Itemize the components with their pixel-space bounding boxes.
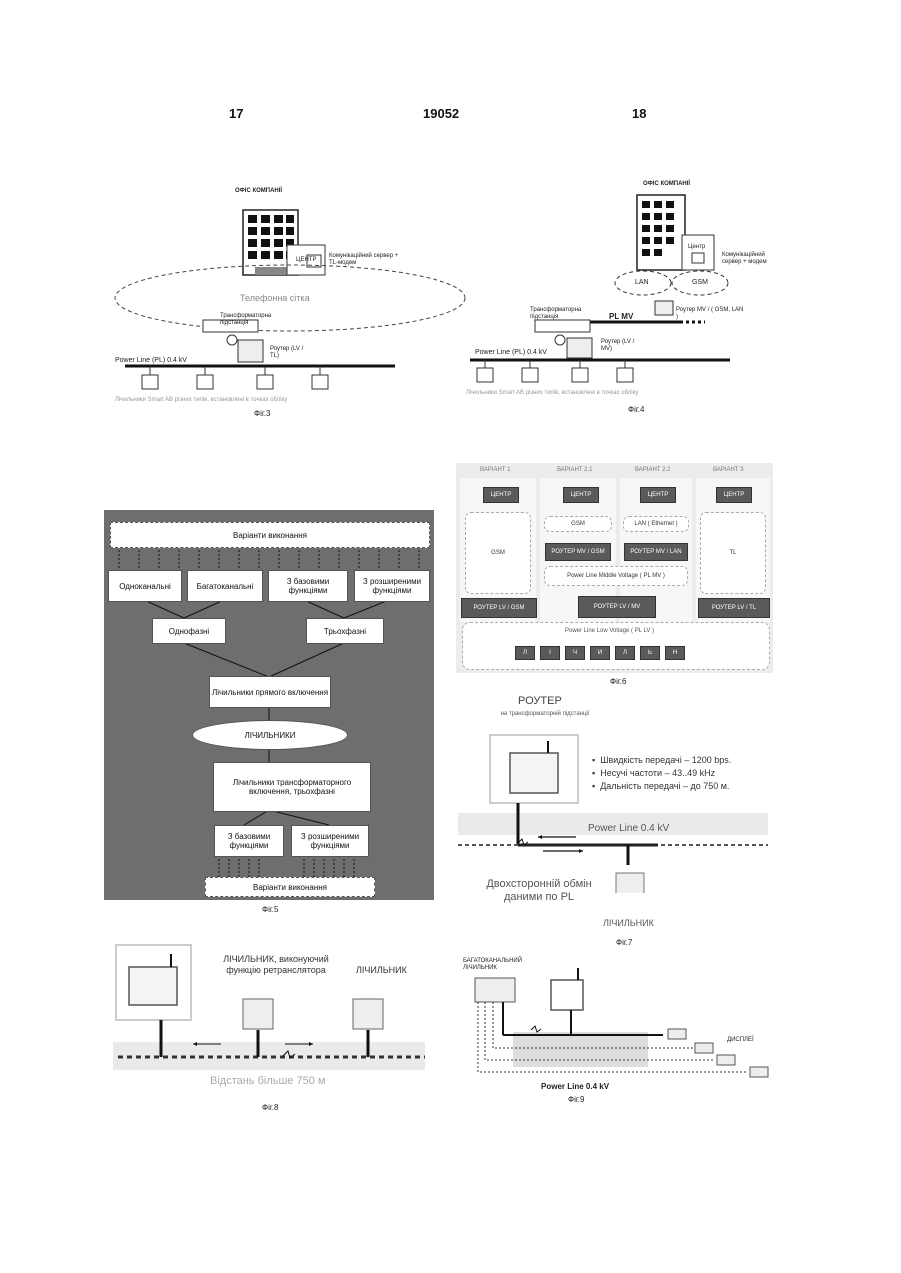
fig6-meter-letter-4: И xyxy=(590,646,610,660)
fig5-extended2-box: З розширеними функціями xyxy=(291,825,369,857)
fig3-center-label: ЦЕНТР xyxy=(296,257,316,264)
fig7-router-subtitle: на трансформаторній підстанції xyxy=(500,711,590,718)
fig7-caption: Фіг.7 xyxy=(616,938,632,947)
fig4-drawing xyxy=(460,185,780,415)
fig8-relay-meter-label: ЛІЧИЛЬНИК, виконуючий функцію ретранслят… xyxy=(210,954,342,976)
fig7-spec-1: ▪ Швидкість передачі – 1200 bps. xyxy=(592,754,731,767)
fig6-router-mv-gsm: РОУТЕР MV / GSM xyxy=(545,543,611,561)
fig6-pllv-label: Power Line Low Voltage ( PL LV ) xyxy=(565,628,654,635)
fig6-center-1: ЦЕНТР xyxy=(483,487,519,503)
fig3-server-label: Комунікаційний сервер + TL-модем xyxy=(329,253,399,267)
fig6-gsm-2: GSM xyxy=(544,516,612,532)
fig4-caption: Фіг.4 xyxy=(628,405,644,414)
fig6-variant-2-2: ВАРІАНТ 2.2 xyxy=(635,467,670,474)
fig6-router-mv-lan: РОУТЕР MV / LAN xyxy=(624,543,688,561)
fig7-spec-3: ▪ Дальність передачі – до 750 м. xyxy=(592,780,731,793)
fig5-transformer-box: Лічильники трансформаторного включення, … xyxy=(213,762,371,812)
fig9-caption: Фіг.9 xyxy=(568,1095,584,1104)
fig7-router-title: РОУТЕР xyxy=(518,695,562,707)
fig7-specs: ▪ Швидкість передачі – 1200 bps. ▪ Несуч… xyxy=(592,754,731,793)
fig3-router-label: Роутер (LV / TL) xyxy=(270,346,310,360)
fig5-meters-ellipse: ЛІЧИЛЬНИКИ xyxy=(192,720,348,750)
fig5-single-phase-box: Однофазні xyxy=(152,618,226,644)
fig6-meter-letter-3: Ч xyxy=(565,646,585,660)
fig3-network-label: Телефонна сітка xyxy=(240,293,310,303)
fig6-router-lv-mv: РОУТЕР LV / MV xyxy=(578,596,656,618)
fig9-displays-label: ДИСПЛЕЇ xyxy=(727,1037,754,1044)
fig4-center-label: Центр xyxy=(688,244,705,251)
fig6-meter-letter-2: І xyxy=(540,646,560,660)
fig3-substation-label: Трансформаторна підстанція xyxy=(220,313,280,327)
fig9-drawing xyxy=(463,960,773,1090)
page-number-right: 18 xyxy=(632,106,646,121)
fig6-caption: Фіг.6 xyxy=(610,677,626,686)
fig8-caption: Фіг.8 xyxy=(262,1103,278,1112)
fig6-variant-2-1: ВАРІАНТ 2.1 xyxy=(557,467,592,474)
fig4-meters-label: Лічильники Smart AB різних типів, встано… xyxy=(466,390,638,397)
fig3-office-label: ОФІС КОМПАНІЇ xyxy=(235,188,282,195)
fig6-lan: LAN ( Ethernet ) xyxy=(623,516,689,532)
fig3-powerline-label: Power Line (PL) 0.4 kV xyxy=(115,357,187,365)
fig6-variant-1: ВАРІАНТ 1 xyxy=(480,467,510,474)
fig7-exchange-label: Двохсторонній обмін даними по PL xyxy=(484,878,594,904)
fig4-plmv-label: PL MV xyxy=(609,312,633,321)
fig5-single-channel-box: Одноканальні xyxy=(108,570,182,602)
fig5-basic-box: З базовими функціями xyxy=(268,570,348,602)
fig9-powerline-label: Power Line 0.4 kV xyxy=(541,1082,609,1091)
fig6-center-2: ЦЕНТР xyxy=(563,487,599,503)
fig6-plmv: Power Line Middle Voltage ( PL MV ) xyxy=(544,566,688,586)
fig4-router-mv-label: Роутер MV / ( GSM, LAN ) xyxy=(676,307,746,321)
fig4-powerline-label: Power Line (PL) 0.4 kV xyxy=(475,349,547,357)
fig7-meter-label: ЛІЧИЛЬНИК xyxy=(603,918,654,928)
fig6-variant-3: ВАРІАНТ 3 xyxy=(713,467,743,474)
fig3-meters-label: Лічильники Smart AB різних типів, встано… xyxy=(115,397,287,404)
fig4-substation-label: Трансформаторна підстанція xyxy=(530,307,585,321)
fig4-gsm-label: GSM xyxy=(692,279,708,287)
fig5-three-phase-box: Трьохфазні xyxy=(306,618,384,644)
fig6-center-3: ЦЕНТР xyxy=(640,487,676,503)
fig6-meter-letter-7: Н xyxy=(665,646,685,660)
fig6-center-4: ЦЕНТР xyxy=(716,487,752,503)
fig6-meter-letter-6: Ь xyxy=(640,646,660,660)
fig6-router-lv-gsm: РОУТЕР LV / GSM xyxy=(461,598,537,618)
fig5-extended-box: З розширеними функціями xyxy=(354,570,430,602)
fig6-gsm-1: GSM xyxy=(465,512,531,594)
fig5-top-variants-box: Варіанти виконання xyxy=(110,522,430,548)
fig4-lan-label: LAN xyxy=(635,279,649,287)
fig8-distance-label: Відстань більше 750 м xyxy=(210,1075,325,1087)
fig8-meter-label: ЛІЧИЛЬНИК xyxy=(356,965,407,975)
fig5-direct-box: Лічильники прямого включення xyxy=(209,676,331,708)
fig5-bottom-variants-box: Варіанти виконання xyxy=(205,877,375,897)
patent-number: 19052 xyxy=(423,106,459,121)
fig5-caption: Фіг.5 xyxy=(262,905,278,914)
fig6-tl: TL xyxy=(700,512,766,594)
fig6-router-lv-tl: РОУТЕР LV / TL xyxy=(698,598,770,618)
fig4-server-label: Комунікаційний сервер + модем xyxy=(722,252,782,266)
fig7-spec-2: ▪ Несучі частоти – 43..49 kHz xyxy=(592,767,731,780)
fig3-caption: Фіг.3 xyxy=(254,409,270,418)
fig5-basic2-box: З базовими функціями xyxy=(214,825,284,857)
fig5-multi-channel-box: Багатоканальні xyxy=(187,570,263,602)
fig6-meter-letter-1: Л xyxy=(515,646,535,660)
fig7-powerline-label: Power Line 0.4 kV xyxy=(588,823,669,834)
page-number-left: 17 xyxy=(229,106,243,121)
fig4-router-label: Роутер (LV / MV) xyxy=(601,339,639,353)
fig6-meter-letter-5: Л xyxy=(615,646,635,660)
